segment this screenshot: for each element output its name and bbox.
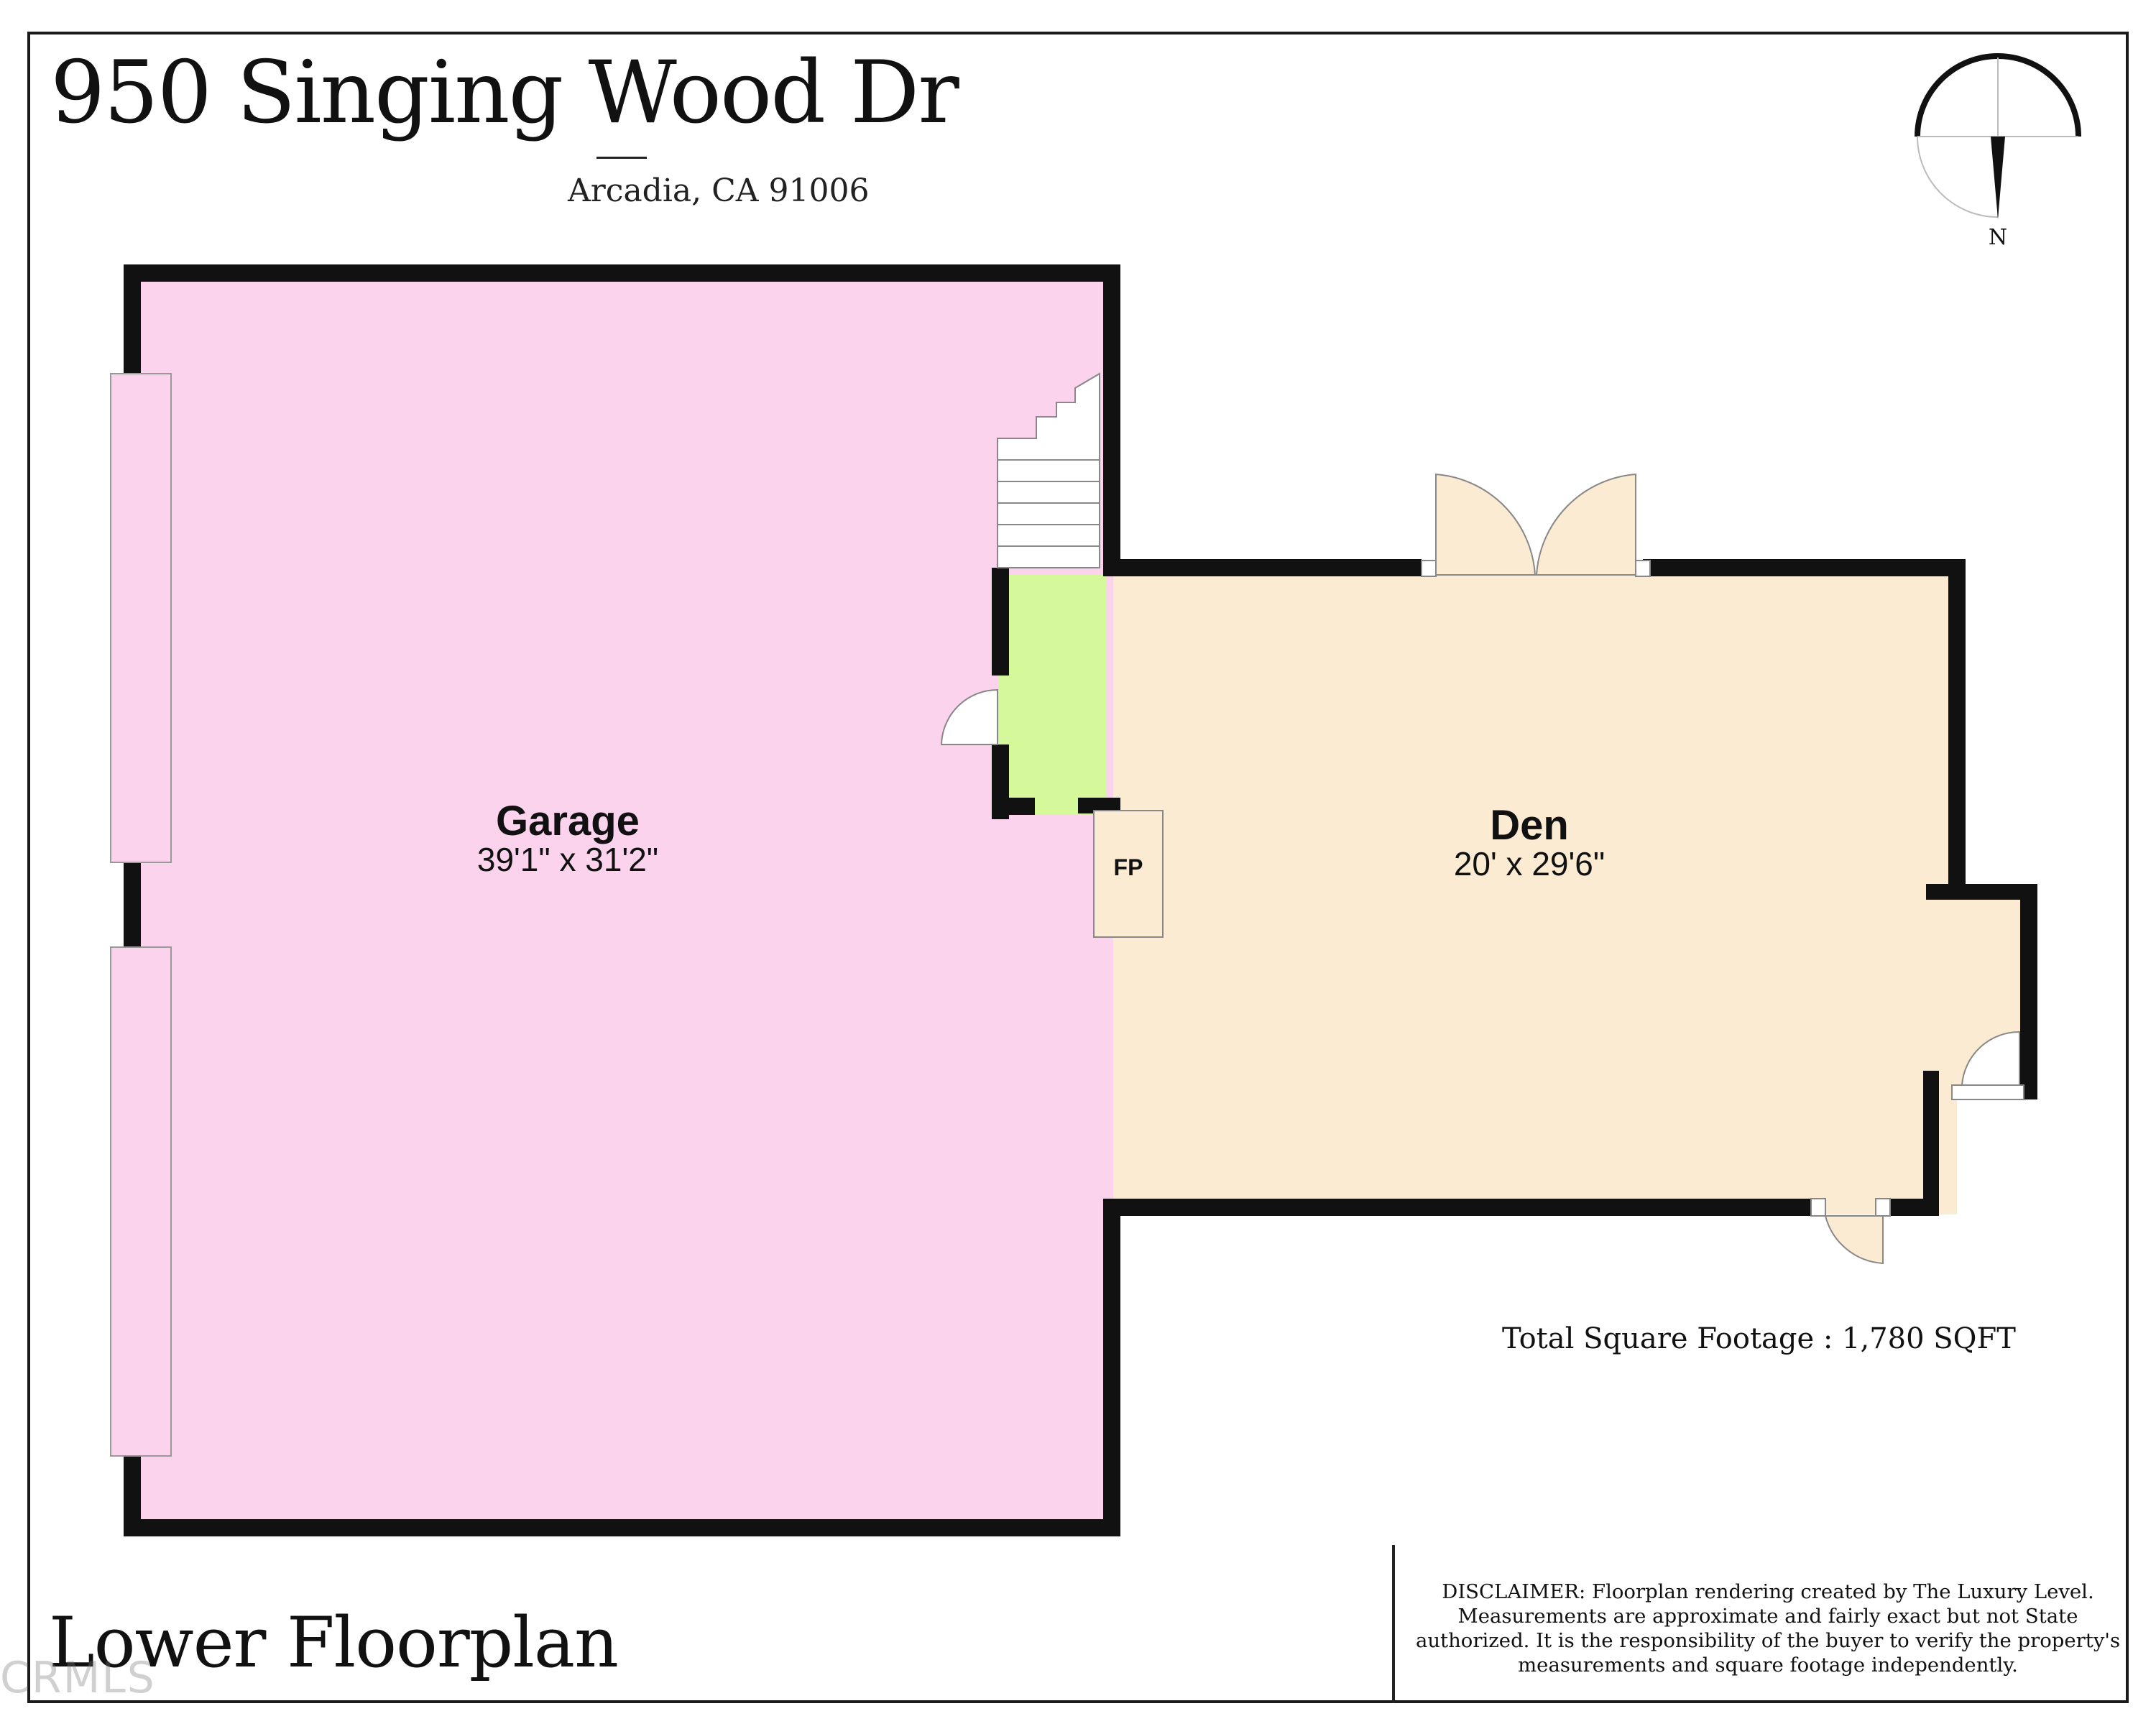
den-walls xyxy=(992,559,2037,1216)
disclaimer-text: DISCLAIMER: Floorplan rendering created … xyxy=(1415,1580,2121,1677)
fireplace-label: FP xyxy=(1114,854,1143,880)
title-divider xyxy=(596,157,647,159)
closet-door xyxy=(940,688,998,745)
den-side-door xyxy=(1951,1031,2024,1100)
closet-room xyxy=(999,575,1106,814)
den-label: Den xyxy=(1490,802,1569,849)
watermark: CRMLS xyxy=(0,1653,156,1703)
fireplace: FP xyxy=(1093,810,1164,938)
property-address: Arcadia, CA 91006 xyxy=(568,172,870,209)
property-title: 950 Singing Wood Dr xyxy=(50,43,959,143)
garage-door-south xyxy=(110,946,172,1457)
disclaimer-divider xyxy=(1392,1545,1395,1703)
den-double-door xyxy=(1421,473,1651,577)
total-square-footage: Total Square Footage : 1,780 SQFT xyxy=(1502,1322,2016,1355)
den-bottom-door xyxy=(1810,1198,1891,1265)
floor-label: Lower Floorplan xyxy=(49,1603,619,1683)
garage-label: Garage xyxy=(496,798,640,844)
garage-room xyxy=(124,272,1113,1528)
den-dimensions: 20' x 29'6" xyxy=(1454,845,1605,882)
compass-icon: N xyxy=(1915,53,2081,250)
compass-north-label: N xyxy=(1989,225,2007,250)
den-room xyxy=(1113,575,1957,1214)
stairs xyxy=(997,372,1100,568)
garage-dimensions: 39'1" x 31'2" xyxy=(477,841,658,878)
garage-door-north xyxy=(110,373,172,863)
page-frame xyxy=(27,32,2129,1703)
